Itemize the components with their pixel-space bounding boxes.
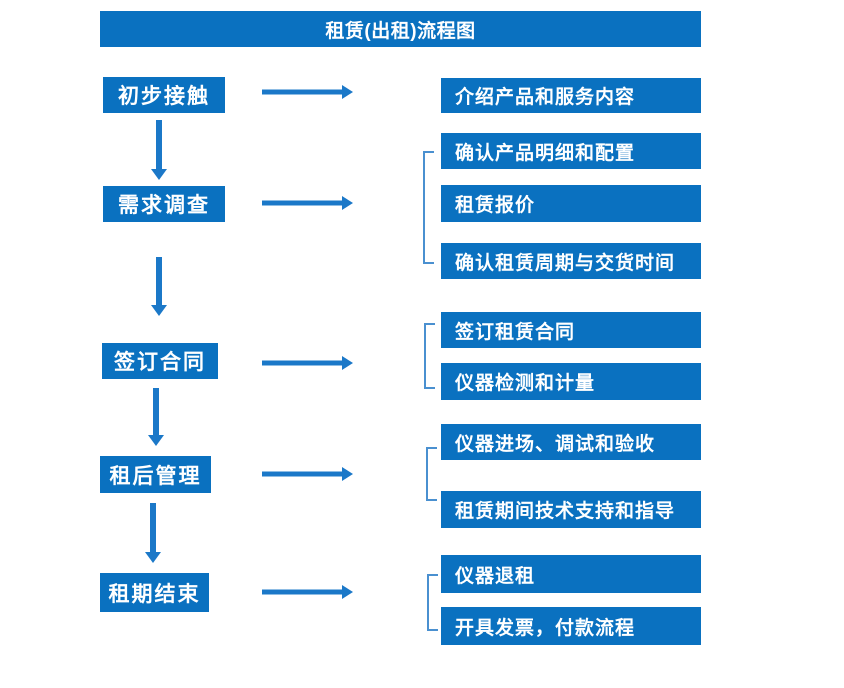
detail-box-instrument-setup-acceptance: 仪器进场、调试和验收 — [441, 424, 701, 460]
detail-box-confirm-product-details: 确认产品明细和配置 — [441, 133, 701, 169]
arrow-right-icon — [262, 585, 353, 599]
arrow-right-icon — [262, 356, 353, 370]
stage-box-initial-contact: 初步接触 — [103, 77, 225, 113]
arrow-down-icon — [148, 388, 164, 446]
flowchart-title: 租赁(出租)流程图 — [100, 11, 701, 47]
bracket-connector — [423, 151, 434, 264]
stage-box-demand-survey: 需求调查 — [103, 186, 225, 222]
detail-box-invoice-payment: 开具发票，付款流程 — [441, 607, 701, 645]
bracket-connector — [426, 447, 437, 501]
stage-box-sign-contract: 签订合同 — [102, 343, 218, 379]
detail-box-rental-quote: 租赁报价 — [441, 185, 701, 222]
detail-box-technical-support: 租赁期间技术支持和指导 — [441, 491, 701, 528]
arrow-down-icon — [151, 120, 167, 180]
stage-box-post-rental-management: 租后管理 — [100, 456, 211, 493]
detail-box-instrument-testing: 仪器检测和计量 — [441, 363, 701, 400]
arrow-down-icon — [145, 503, 161, 563]
stage-box-lease-end: 租期结束 — [100, 573, 209, 612]
detail-box-instrument-return: 仪器退租 — [441, 555, 701, 593]
bracket-connector — [427, 574, 438, 631]
detail-box-confirm-rental-period: 确认租赁周期与交货时间 — [441, 243, 701, 279]
bracket-connector — [424, 323, 435, 389]
arrow-down-icon — [151, 257, 167, 316]
detail-box-sign-rental-contract: 签订租赁合同 — [441, 312, 701, 348]
detail-box-introduce-products: 介绍产品和服务内容 — [441, 78, 701, 113]
arrow-right-icon — [262, 85, 353, 99]
arrow-right-icon — [262, 467, 353, 481]
arrow-right-icon — [262, 196, 353, 210]
